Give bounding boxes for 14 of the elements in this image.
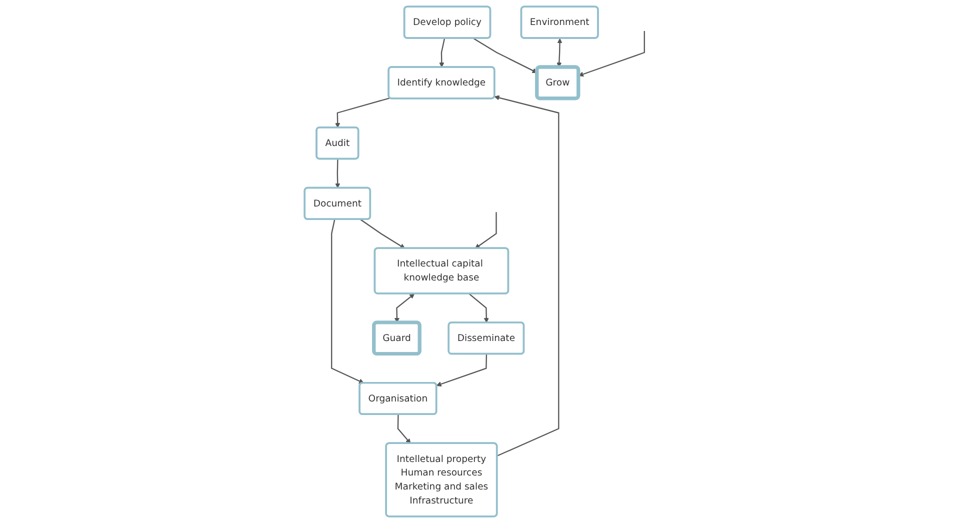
arrow — [494, 95, 559, 456]
arrow — [397, 414, 411, 444]
arrow — [334, 159, 340, 188]
arrow — [468, 293, 489, 323]
arrow — [436, 354, 487, 387]
arrow — [360, 218, 405, 249]
arrow — [394, 294, 414, 323]
arrow — [438, 38, 445, 68]
arrow — [556, 38, 562, 68]
arrow — [334, 97, 390, 128]
arrow — [474, 212, 497, 249]
arrow — [578, 31, 645, 77]
arrow — [472, 38, 538, 73]
arrow — [330, 219, 364, 384]
